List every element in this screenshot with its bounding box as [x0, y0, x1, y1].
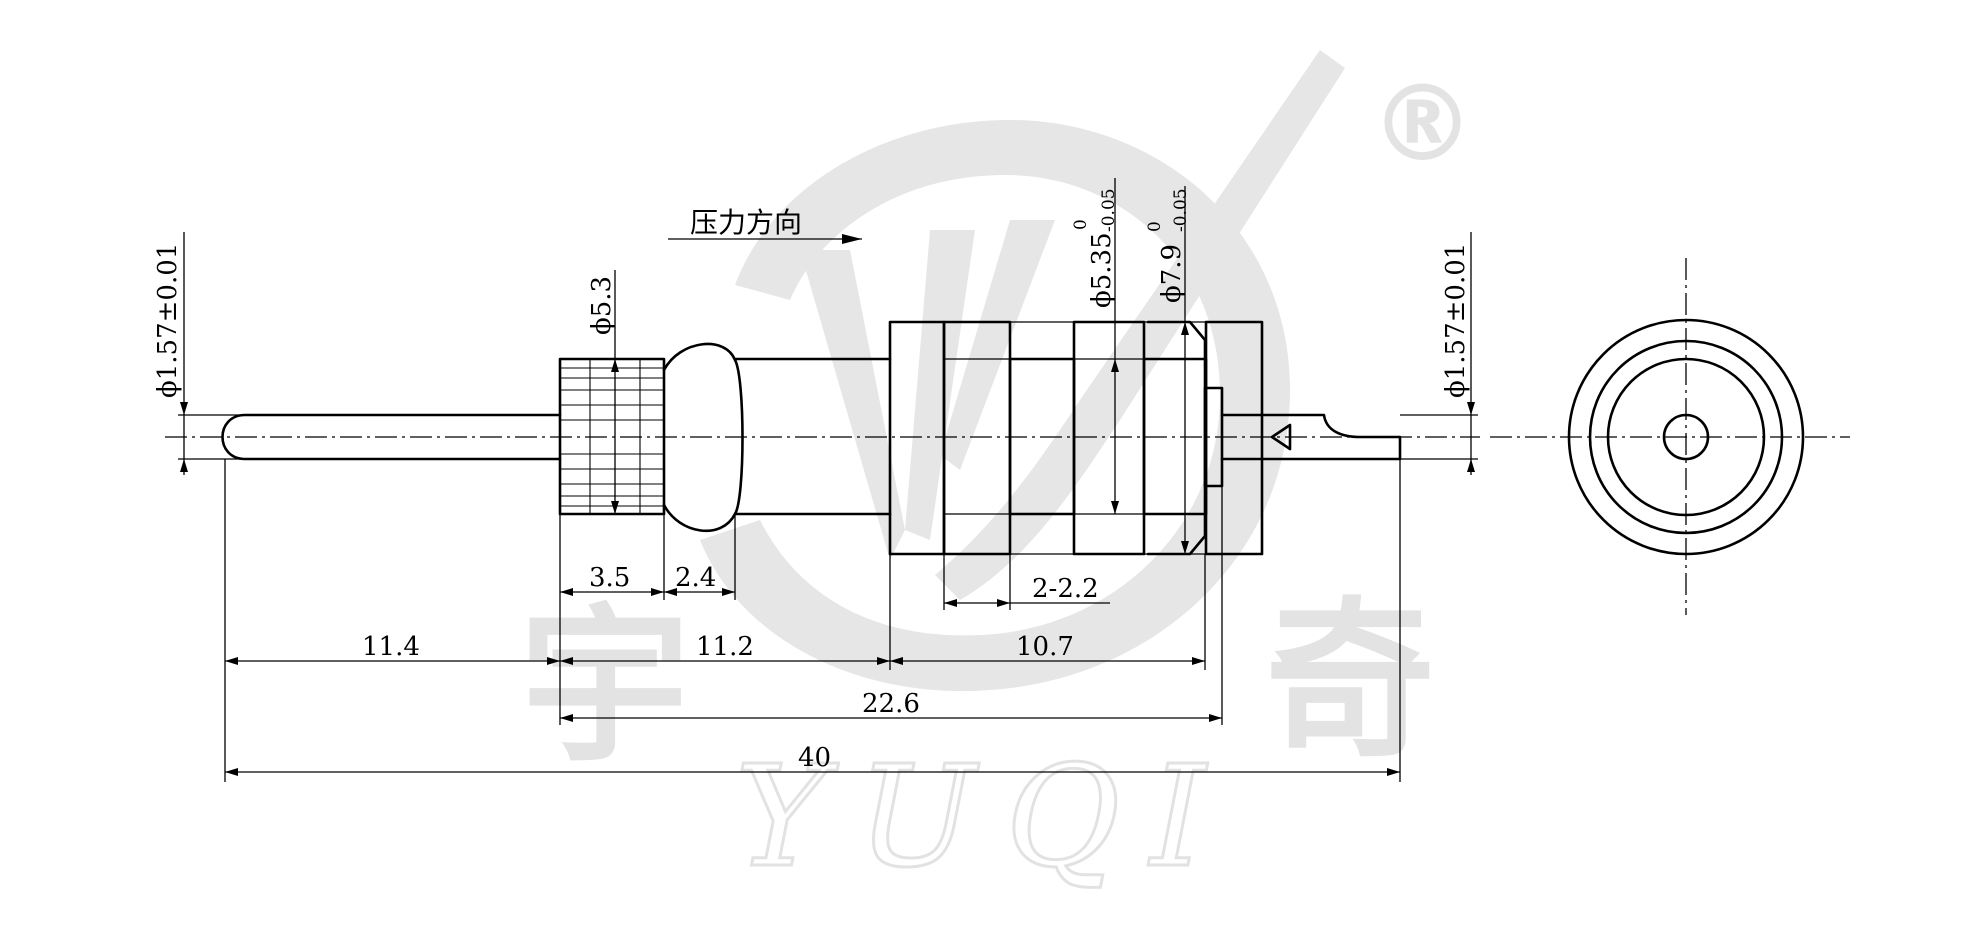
overall-length-label: 40 [798, 743, 831, 773]
knurl-hatching [560, 359, 664, 514]
right-pin [1220, 413, 1402, 461]
housing-length-dim: 22.6 [560, 689, 1222, 722]
right-pin-diameter-label: ϕ1.57±0.01 [1441, 243, 1471, 398]
knurl-diameter-label: ϕ5.3 [587, 276, 617, 335]
body-diameter-tol-lower: -0.05 [1099, 188, 1119, 232]
left-pin-diameter-label: ϕ1.57±0.01 [153, 243, 183, 398]
flange-diameter-tol-upper: 0 [1145, 221, 1165, 232]
watermark-right-char: 奇 [1265, 583, 1435, 781]
body-diameter-label: ϕ5.35 [1087, 232, 1117, 308]
rear-shoulder [1203, 386, 1224, 488]
flange-diameter-label: ϕ7.9 [1157, 244, 1187, 303]
watermark-logo-y [800, 220, 1055, 560]
neck-tube [733, 357, 892, 516]
end-view [1567, 318, 1805, 556]
end-view-pin-circle [1662, 413, 1710, 461]
watermark-script: YUQI [735, 736, 1236, 899]
watermark-registered: ® [1370, 63, 1475, 185]
body-length-dim: 10.7 [890, 632, 1205, 665]
knurl-length-label: 3.5 [589, 563, 630, 593]
neck-length-dim: 11.2 [560, 632, 890, 665]
end-view-outer-ring [1567, 318, 1805, 556]
extension-lines [224, 459, 1401, 782]
flange-diameter-dim: ϕ7.9 0 -0.05 [1145, 186, 1191, 554]
housing-length-label: 22.6 [862, 689, 920, 719]
pin-length-label: 11.4 [362, 632, 420, 662]
flange-diameter-tol-lower: -0.05 [1171, 188, 1191, 232]
right-pin-diameter-dim: ϕ1.57±0.01 [1400, 232, 1478, 475]
end-view-inner-ring [1606, 357, 1766, 517]
body-length-label: 10.7 [1016, 632, 1074, 662]
knurl-diameter-dim: ϕ5.3 [587, 270, 619, 514]
watermark: 宇 奇 YUQI ® [520, 50, 1475, 901]
watermark-left-char: 宇 [520, 588, 690, 786]
knurl-length-dim: 3.5 [560, 563, 664, 596]
left-pin-diameter-dim: ϕ1.57±0.01 [153, 232, 245, 475]
right-pin-tip [1270, 423, 1292, 451]
body-diameter-tol-upper: 0 [1071, 219, 1091, 230]
neck-length-label: 11.2 [696, 632, 754, 662]
knurled-sleeve [558, 357, 666, 516]
groove-spec-label: 2-2.2 [1032, 574, 1099, 604]
collar-length-label: 2.4 [675, 563, 716, 593]
collar-length-dim: 2.4 [664, 563, 735, 596]
part-outline [221, 320, 1402, 556]
body-diameter-dim: ϕ5.35 0 -0.05 [1071, 178, 1119, 514]
round-collar [662, 342, 744, 533]
direction-label: 压力方向 [690, 206, 802, 239]
overall-length-dim: 40 [225, 743, 1400, 776]
watermark-logo-stroke [935, 50, 1345, 600]
end-view-middle-ring [1588, 339, 1784, 535]
dimensions: 压力方向 ϕ1.57±0.01 ϕ5.3 ϕ5.35 0 -0.05 [153, 178, 1478, 782]
direction-arrowhead [842, 234, 862, 244]
pin-length-dim: 11.4 [225, 632, 560, 665]
groove-spec-dim: 2-2.2 [944, 574, 1110, 607]
